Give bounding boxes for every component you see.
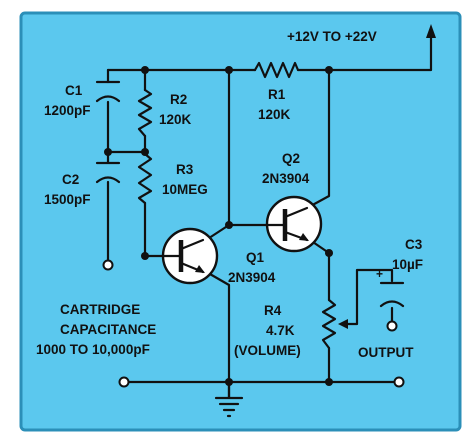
supply-label: +12V TO +22V <box>287 29 377 44</box>
r1-ref: R1 <box>268 87 286 102</box>
output-terminal-bottom <box>393 376 405 388</box>
cartridge-terminal-bottom <box>118 376 130 388</box>
c3-polarity: + <box>376 267 383 281</box>
r3-value: 10MEG <box>162 182 208 197</box>
resistor-r2 <box>137 88 153 138</box>
resistor-r3 <box>137 152 153 205</box>
cartridge-label-line-3: 1000 TO 10,000pF <box>36 342 150 357</box>
wires <box>106 32 433 399</box>
c1-ref: C1 <box>65 83 83 98</box>
transistor-q1 <box>161 227 219 285</box>
resistor-r1 <box>253 61 300 79</box>
cartridge-label-line-1: CARTRIDGE <box>60 302 140 317</box>
output-label: OUTPUT <box>358 345 414 360</box>
cartridge-terminal-top <box>102 259 114 271</box>
r2-ref: R2 <box>170 92 187 107</box>
r4-note: (VOLUME) <box>234 343 301 358</box>
c3-ref: C3 <box>405 237 423 252</box>
transistor-q2 <box>265 195 323 253</box>
c3-value: 10µF <box>392 257 423 272</box>
r2-value: 120K <box>159 112 192 127</box>
cartridge-label-line-2: CAPACITANCE <box>60 322 156 337</box>
schematic-panel <box>19 11 462 432</box>
q1-value: 2N3904 <box>228 270 276 285</box>
q2-value: 2N3904 <box>262 171 310 186</box>
capacitor-c1 <box>95 80 121 103</box>
r3-ref: R3 <box>176 162 194 177</box>
output-terminal-top <box>386 320 398 332</box>
q2-ref: Q2 <box>282 151 300 166</box>
r4-ref: R4 <box>264 303 282 318</box>
q1-ref: Q1 <box>246 250 265 265</box>
c1-value: 1200pF <box>44 103 91 118</box>
ground-icon <box>214 396 244 418</box>
capacitor-c2 <box>95 161 121 184</box>
capacitor-c3 <box>379 281 405 308</box>
supply-arrow-icon <box>426 24 436 38</box>
c2-value: 1500pF <box>44 192 91 207</box>
r1-value: 120K <box>258 107 291 122</box>
junction-dots <box>104 66 333 386</box>
terminals <box>102 259 405 388</box>
potentiometer-r4 <box>321 298 348 350</box>
c2-ref: C2 <box>62 172 79 187</box>
r4-value: 4.7K <box>266 323 295 338</box>
